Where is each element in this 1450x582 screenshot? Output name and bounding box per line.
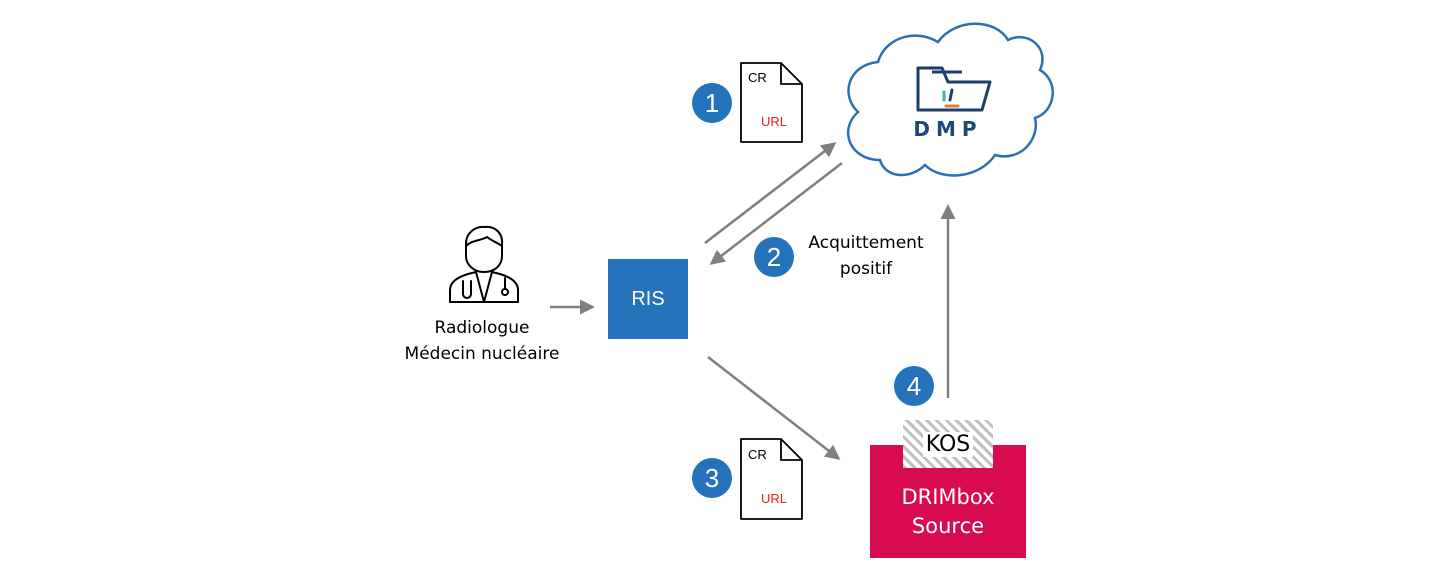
- dmp-to-ris-arrow: [709, 162, 843, 265]
- drimbox-line-1: DRIMbox: [901, 484, 995, 509]
- step-1-badge: 1: [692, 83, 732, 123]
- document-1-top-label: CR: [748, 70, 767, 85]
- ris-to-dmp-arrow: [704, 142, 837, 244]
- dmp-folder-icon: [916, 66, 992, 112]
- actor-line-1: Radiologue: [434, 318, 530, 338]
- actor-line-2: Médecin nucléaire: [404, 344, 560, 364]
- actor-label: Radiologue Médecin nucléaire: [382, 315, 582, 367]
- ris-box: RIS: [608, 259, 688, 339]
- step-1-number: 1: [704, 87, 720, 118]
- document-1-icon: [740, 62, 803, 143]
- kos-label: KOS: [922, 431, 974, 457]
- document-2-icon: [740, 438, 803, 520]
- dmp-label: DMP: [913, 117, 982, 141]
- drimbox-line-2: Source: [911, 513, 985, 538]
- document-2-top-label: CR: [748, 447, 767, 462]
- step-2-number: 2: [766, 241, 782, 272]
- ris-to-drimbox-arrow: [707, 356, 841, 460]
- step-4-badge: 4: [894, 366, 934, 406]
- ris-label: RIS: [631, 287, 665, 310]
- step-3-number: 3: [704, 462, 720, 493]
- acknowledgement-line-2: positif: [839, 259, 893, 279]
- step-2-badge: 2: [754, 237, 794, 277]
- step-3-badge: 3: [692, 458, 732, 498]
- kos-tag: KOS: [903, 420, 993, 468]
- acknowledgement-line-1: Acquittement: [808, 233, 924, 253]
- document-2-url-label: URL: [761, 491, 787, 506]
- document-1-url-label: URL: [761, 114, 787, 129]
- step-4-number: 4: [906, 370, 922, 401]
- doctor-icon: [449, 225, 519, 303]
- acknowledgement-label: Acquittement positif: [796, 230, 936, 282]
